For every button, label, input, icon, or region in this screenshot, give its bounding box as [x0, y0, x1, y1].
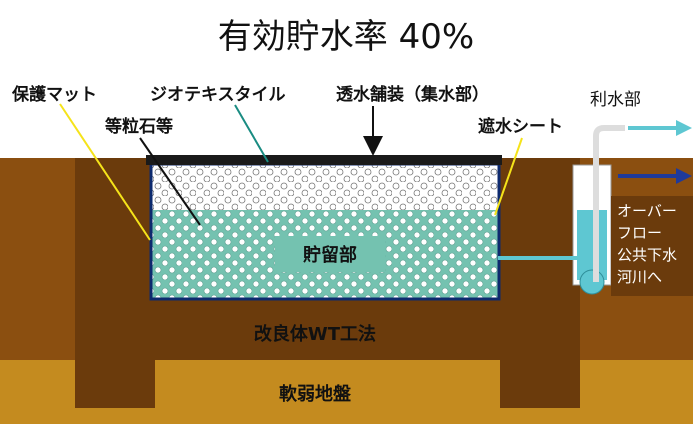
improvement-column-right: [500, 158, 580, 408]
soft-ground-left: [0, 360, 75, 424]
side-tank-bottom: [579, 269, 605, 295]
ground-label: 軟弱地盤: [279, 383, 352, 405]
pointer-sheet: [494, 137, 523, 216]
overflow-text-4: 河川へ: [617, 268, 662, 286]
overflow-arrow-head: [676, 168, 692, 184]
label-geotextile: ジオテキスタイル: [150, 85, 286, 105]
sky-area: [0, 0, 693, 158]
pointer-gravel: [139, 137, 201, 226]
pointer-hogo-mat: [59, 103, 151, 241]
gravel-layer: [152, 165, 498, 210]
method-label: 改良体WT工法: [254, 323, 376, 345]
use-arrow-head: [676, 120, 692, 136]
overflow-text-2: フロー: [617, 224, 662, 242]
overflow-text-1: オーバー: [617, 202, 677, 220]
label-use: 利水部: [590, 90, 641, 110]
label-pavement: 透水舗装（集水部）: [336, 84, 489, 105]
pointer-geotextile: [234, 104, 269, 163]
overflow-text-3: 公共下水: [617, 246, 677, 264]
improvement-column-left: [75, 158, 155, 408]
label-gravel: 等粒石等: [105, 116, 173, 137]
method-label-bg: [230, 319, 400, 349]
storage-label: 貯留部: [303, 244, 357, 266]
diagram-title: 有効貯水率 40%: [218, 17, 474, 57]
label-hogo-mat: 保護マット: [11, 84, 97, 105]
suction-pipe: [593, 125, 625, 282]
side-tank-water: [577, 210, 607, 280]
overflow-area: [611, 196, 693, 296]
storage-label-bg: [275, 236, 385, 272]
permeable-pavement: [146, 155, 502, 165]
label-sheet: 遮水シート: [478, 116, 563, 137]
